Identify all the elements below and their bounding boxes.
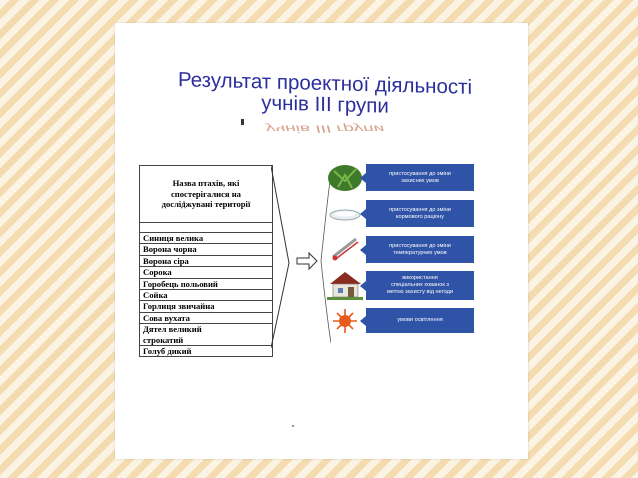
title-reflection: учнів ІІІ групи bbox=[264, 122, 386, 135]
table-row: Сойка bbox=[140, 290, 272, 302]
adaptation-box: умови освітлення bbox=[360, 308, 474, 333]
table-row: Дятел великий строкатий bbox=[140, 324, 272, 347]
slide-title: Результат проектної діяльності учнів ІІІ… bbox=[145, 68, 505, 120]
table-row: Голуб дикий bbox=[143, 346, 192, 357]
table-row: Сова вухата bbox=[140, 313, 272, 325]
thermometer-icon bbox=[332, 237, 359, 261]
sun-icon bbox=[333, 309, 357, 333]
table-row: Ворона сіра bbox=[140, 256, 272, 268]
table-row: Синиця велика bbox=[140, 233, 272, 245]
adaptation-box: пристосування до зміни кормового раціону bbox=[360, 200, 474, 227]
table-header-text: Назва птахів, які спостерігалися на досл… bbox=[161, 178, 251, 210]
slide-page: Результат проектної діяльності учнів ІІІ… bbox=[115, 23, 528, 459]
stray-mark bbox=[183, 201, 185, 203]
table-row: Горлиця звичайна bbox=[140, 301, 272, 313]
table-row: Сорока bbox=[140, 267, 272, 279]
adaptation-box: пристосування до зміни захисних умов bbox=[360, 164, 474, 191]
adaptation-box: пристосування до зміни температурних умо… bbox=[360, 236, 474, 263]
plant-icon bbox=[328, 165, 362, 191]
house-icon bbox=[327, 272, 363, 300]
table-spacer-row bbox=[140, 223, 272, 233]
dish-icon bbox=[329, 209, 361, 221]
table-row: Ворона чорна bbox=[140, 244, 272, 256]
right-arrow-icon bbox=[296, 251, 318, 271]
stray-mark bbox=[292, 425, 294, 427]
birds-table: Назва птахів, які спостерігалися на досл… bbox=[139, 165, 273, 358]
table-row: Горобець польовий bbox=[140, 279, 272, 291]
title-mark bbox=[241, 119, 244, 125]
table-header: Назва птахів, які спостерігалися на досл… bbox=[140, 166, 272, 223]
adaptation-box: використання спеціальних хованок з метою… bbox=[360, 271, 474, 300]
